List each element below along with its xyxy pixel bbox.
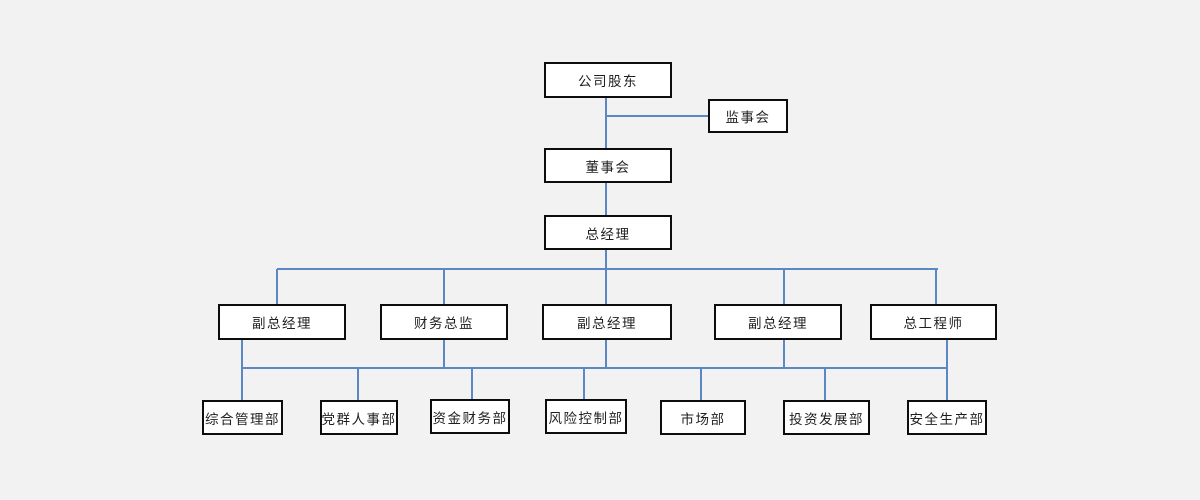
org-node-general-manager: 总经理 bbox=[544, 215, 672, 250]
connector-line bbox=[946, 367, 948, 400]
org-node-chief-engineer: 总工程师 bbox=[870, 304, 997, 340]
connector-line bbox=[241, 340, 243, 368]
org-node-dept-safety: 安全生产部 bbox=[907, 400, 987, 435]
connector-line bbox=[443, 340, 445, 368]
connector-line bbox=[606, 115, 708, 117]
connector-line bbox=[605, 250, 607, 270]
connector-line bbox=[583, 367, 585, 400]
org-node-dept-party-hr: 党群人事部 bbox=[320, 400, 398, 435]
org-node-deputy-gm-3: 副总经理 bbox=[714, 304, 842, 340]
connector-line bbox=[946, 340, 948, 368]
connector-line bbox=[824, 367, 826, 400]
connector-line bbox=[605, 340, 607, 368]
org-node-deputy-gm-1: 副总经理 bbox=[218, 304, 346, 340]
connector-line bbox=[605, 98, 607, 150]
connector-line bbox=[443, 269, 445, 305]
connector-line bbox=[783, 340, 785, 368]
org-node-dept-general-admin: 综合管理部 bbox=[202, 400, 283, 435]
connector-line bbox=[276, 269, 278, 305]
org-node-dept-investment: 投资发展部 bbox=[783, 400, 870, 435]
connector-line bbox=[783, 269, 785, 305]
connector-line bbox=[700, 367, 702, 400]
org-node-deputy-gm-2: 副总经理 bbox=[542, 304, 672, 340]
org-node-supervisory-board: 监事会 bbox=[708, 99, 788, 133]
connector-line bbox=[277, 268, 938, 270]
org-node-dept-market: 市场部 bbox=[660, 400, 746, 435]
connector-line bbox=[935, 269, 937, 305]
connector-line bbox=[605, 183, 607, 216]
org-node-shareholders: 公司股东 bbox=[544, 62, 672, 98]
org-node-dept-risk-control: 风险控制部 bbox=[545, 399, 627, 434]
org-node-finance-director: 财务总监 bbox=[380, 304, 508, 340]
connector-line bbox=[605, 269, 607, 305]
org-node-dept-finance: 资金财务部 bbox=[430, 399, 510, 434]
connector-line bbox=[357, 367, 359, 400]
connector-line bbox=[471, 367, 473, 400]
connector-line bbox=[241, 367, 243, 400]
org-node-board: 董事会 bbox=[544, 148, 672, 183]
connector-line bbox=[241, 367, 948, 369]
